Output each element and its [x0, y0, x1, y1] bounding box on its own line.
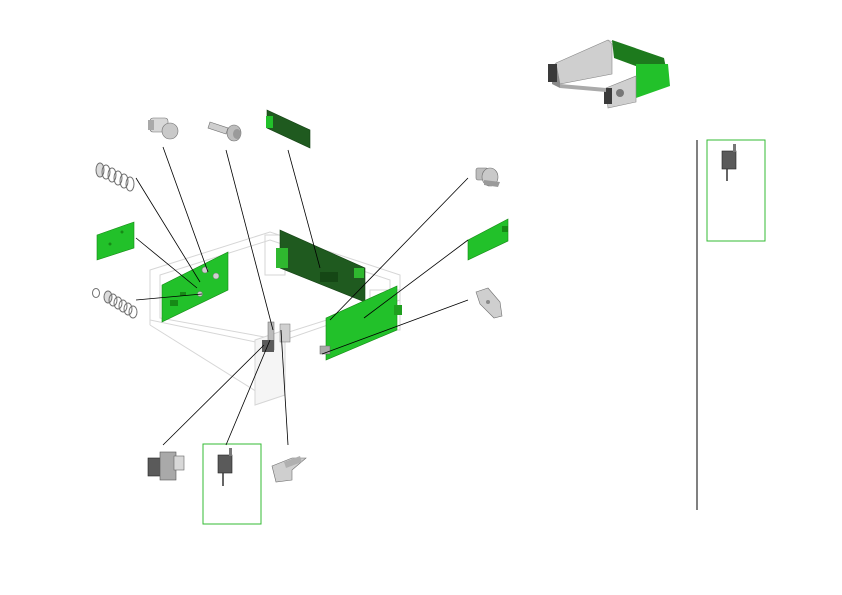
leader-lines [135, 146, 469, 446]
detail-callout-box [706, 139, 766, 242]
pcb-left-mounted [161, 251, 229, 323]
photo-sensor [217, 448, 233, 486]
compression-spring-lower [103, 290, 138, 319]
sensor-callout-box [202, 443, 262, 525]
washer-ring [92, 288, 100, 298]
mounting-bracket [475, 287, 503, 319]
pcb-left-small [96, 221, 135, 261]
clamp-plate [271, 456, 307, 483]
reference-assembly [548, 39, 670, 109]
mounting-bracket-installed [262, 321, 291, 352]
shoulder-screw [148, 117, 179, 140]
compression-spring-upper [95, 162, 135, 192]
sensor-board-small [266, 109, 311, 149]
connector-block [147, 451, 185, 481]
flange-screw-right [475, 167, 500, 187]
pcb-front-large [319, 285, 402, 361]
flange-screw-left [207, 121, 242, 142]
pcb-right-small [467, 218, 509, 261]
detail-sensor [721, 144, 737, 181]
pcb-rear-large [276, 229, 366, 303]
